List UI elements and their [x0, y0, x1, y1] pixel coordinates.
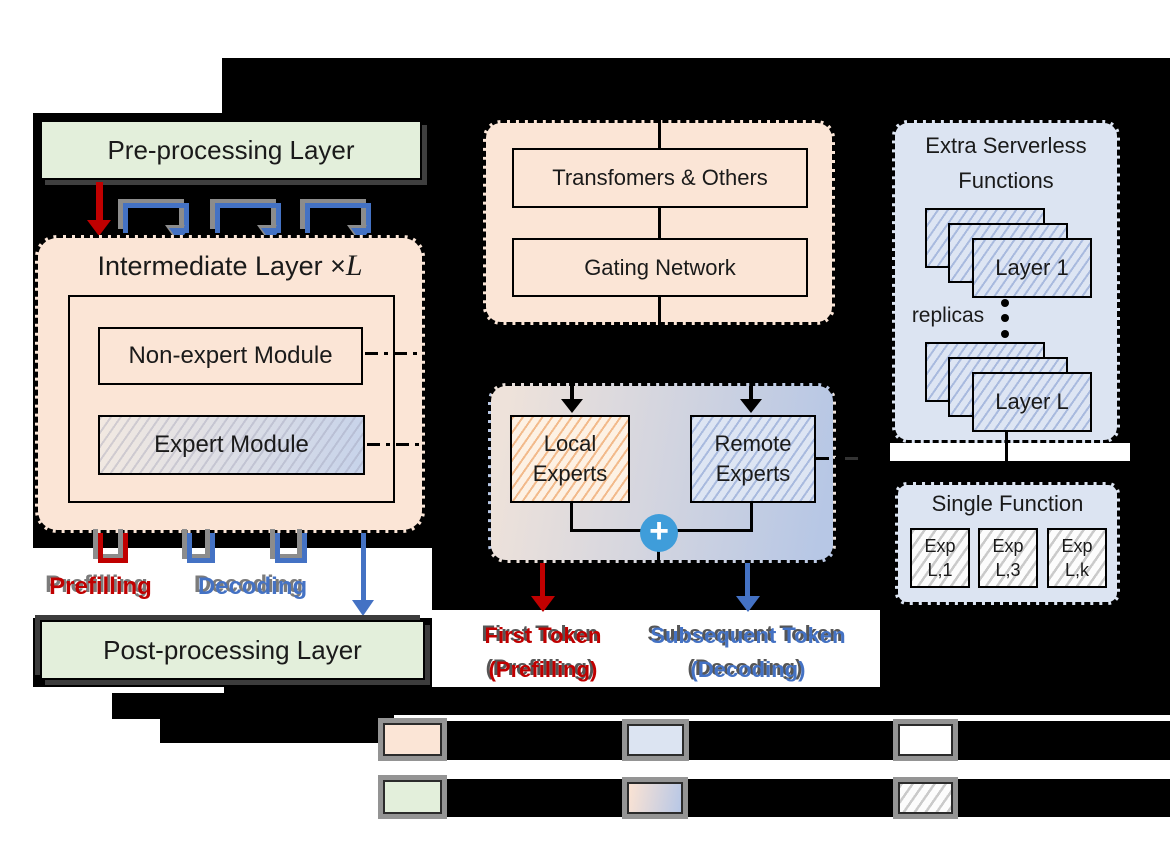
legend-swatch-peach	[383, 723, 442, 756]
extra-serverless-title: Extra Serverless Functions	[892, 128, 1120, 198]
legend-label-hidden-bar	[687, 779, 896, 817]
extra-serverless-title-line2: Functions	[958, 168, 1054, 193]
remote-experts-label-line1: Remote	[714, 431, 792, 456]
pre-processing-layer-box: Pre-processing Layer	[40, 120, 422, 180]
pre-processing-label: Pre-processing Layer	[107, 134, 355, 165]
replicas-label: replicas	[892, 302, 1004, 330]
replicas-text: replicas	[911, 304, 985, 327]
expert-module-box: Expert Module	[98, 415, 365, 475]
gating-network-label: Gating Network	[584, 254, 736, 280]
subsequent-token-line2: (Decoding)	[690, 657, 806, 682]
legend-swatch-white	[898, 724, 953, 756]
plus-connector-down	[657, 551, 660, 563]
expert-module-label: Expert Module	[154, 431, 309, 458]
background-topleft-block	[0, 0, 222, 113]
prefilling-text: Prefilling	[49, 573, 152, 600]
remote-connector-h	[676, 529, 753, 532]
local-experts-label-line1: Local	[543, 431, 597, 456]
legend-label-hidden-bar	[447, 721, 625, 760]
local-connector-h	[570, 529, 642, 532]
post-processing-layer-box: Post-processing Layer	[40, 620, 425, 680]
transformers-box: Transfomers & Others	[512, 148, 808, 208]
intermediate-layer-title: Intermediate Layer × L	[35, 248, 425, 284]
skip-arrow-2	[210, 199, 281, 242]
plus-icon: +	[640, 511, 678, 552]
first-token-line1: First Token	[484, 623, 602, 648]
transformers-label: Transfomers & Others	[552, 165, 768, 190]
post-processing-label: Post-processing Layer	[103, 634, 362, 665]
legend-swatch-green	[383, 780, 442, 814]
expert-slot-1-line2: L,1	[927, 560, 953, 580]
subsequent-token-label: Subsequent Token (Decoding)	[628, 618, 868, 688]
layer1-card-front: Layer 1	[972, 238, 1092, 298]
moe-center-line	[658, 120, 661, 325]
expert-slot-3-line2: L,k	[1064, 560, 1089, 580]
remote-experts-label-line2: Experts	[715, 461, 791, 486]
local-experts-box: Local Experts	[510, 415, 630, 503]
non-expert-module-box: Non-expert Module	[98, 327, 363, 385]
dash-dot-connector-expert	[367, 443, 421, 446]
prefilling-label: Prefilling	[28, 572, 173, 602]
expert-slot-box-1: Exp L,1	[910, 528, 970, 588]
intermediate-title-text: Intermediate Layer ×	[97, 250, 346, 281]
legend-label-hidden-bar	[687, 721, 896, 760]
dash-dot-connector-remote	[816, 457, 842, 460]
background-mid-text-band	[432, 610, 880, 690]
layerL-card-front: Layer L	[972, 372, 1092, 432]
dash-dot-connector-remote-outer	[845, 457, 863, 460]
legend-label-hidden-bar	[958, 779, 1170, 817]
background-left-strip	[0, 58, 33, 855]
expert-slot-2-line1: Exp	[992, 536, 1024, 556]
subsequent-token-line1: Subsequent Token	[650, 623, 846, 648]
expert-slot-1-line1: Exp	[924, 536, 956, 556]
decoding-label: Decoding	[175, 572, 330, 602]
decoding-loop-bracket-2	[270, 529, 307, 563]
legend-swatch-gradient	[627, 782, 683, 814]
prefilling-loop-bracket	[93, 529, 128, 563]
intermediate-title-variable: L	[345, 249, 363, 282]
single-function-title: Single Function	[895, 489, 1120, 519]
first-token-line2: (Prefilling)	[488, 657, 598, 682]
expert-slot-box-2: Exp L,3	[978, 528, 1038, 588]
plus-glyph: +	[649, 511, 669, 550]
dash-dot-connector-nonexpert	[365, 352, 421, 355]
extra-serverless-title-line1: Extra Serverless	[925, 133, 1087, 158]
local-experts-label-line2: Experts	[532, 461, 608, 486]
first-token-label: First Token (Prefilling)	[453, 618, 633, 688]
non-expert-module-label: Non-expert Module	[128, 342, 333, 369]
background-under-extra-strip	[890, 443, 1130, 461]
hidden-band-right	[380, 687, 1170, 715]
remote-connector-v	[750, 503, 753, 532]
decoding-loop-bracket-1	[182, 529, 215, 563]
skip-arrow-1	[118, 199, 189, 242]
remote-experts-box: Remote Experts	[690, 415, 816, 503]
extra-to-single-connector	[1005, 432, 1008, 482]
legend-swatch-hatched	[898, 782, 953, 814]
skip-arrow-3	[300, 199, 371, 242]
module-container-box	[68, 295, 395, 503]
legend-label-hidden-bar	[958, 721, 1170, 760]
single-function-text: Single Function	[931, 491, 1084, 516]
layer1-label: Layer 1	[995, 255, 1069, 280]
gating-network-box: Gating Network	[512, 238, 808, 297]
expert-slot-3-line1: Exp	[1061, 536, 1093, 556]
decoding-text: Decoding	[197, 573, 308, 600]
legend-swatch-lightblue	[627, 724, 684, 756]
local-connector-v	[570, 503, 573, 532]
layerL-label: Layer L	[995, 389, 1069, 414]
expert-slot-2-line2: L,3	[995, 560, 1021, 580]
expert-slot-box-3: Exp L,k	[1047, 528, 1107, 588]
hidden-caption-bar-3	[224, 687, 394, 743]
legend-label-hidden-bar	[447, 779, 625, 817]
